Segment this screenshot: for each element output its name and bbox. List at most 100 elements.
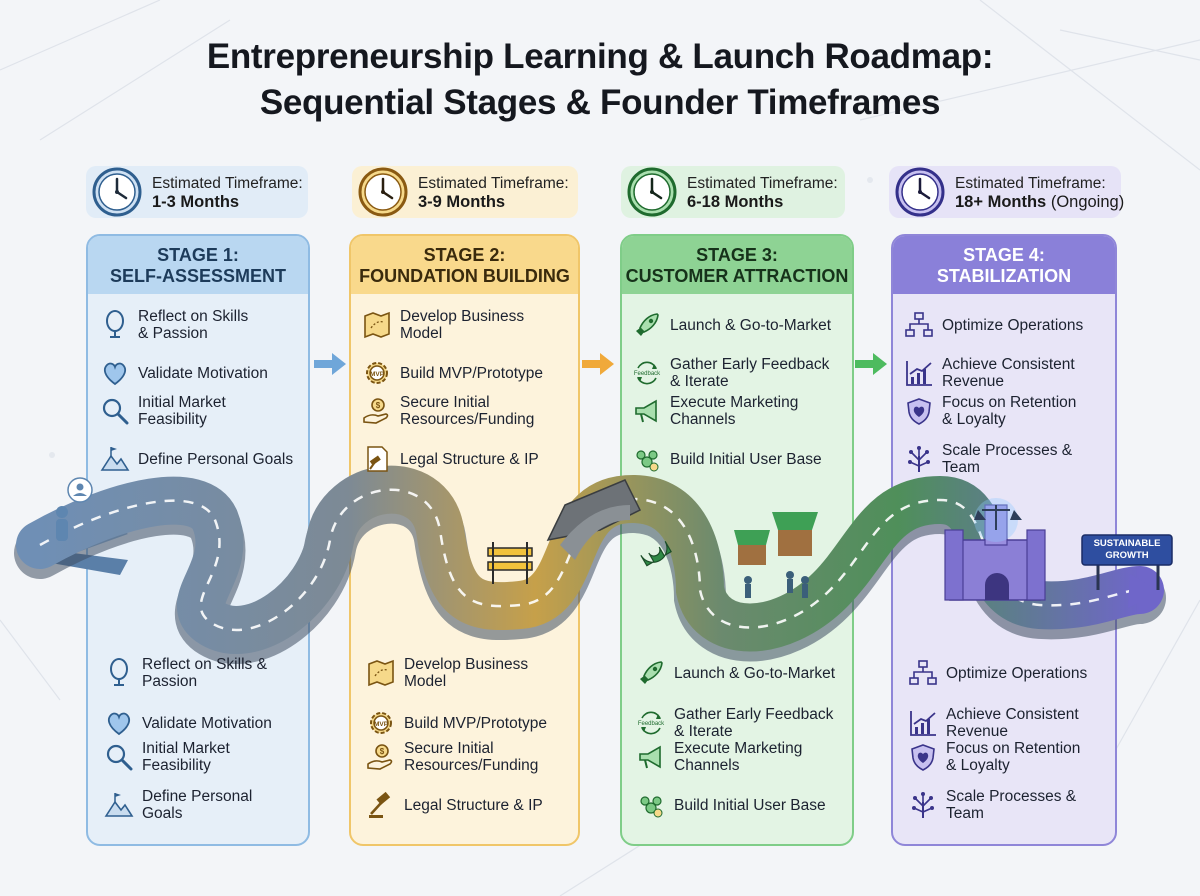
org-chart-icon: [908, 658, 938, 688]
mirror-icon: [100, 310, 130, 340]
map-icon: [366, 658, 396, 688]
stage-item-label: Gather Early Feedback& Iterate: [674, 706, 834, 740]
tree-network-icon: [908, 790, 938, 820]
svg-text:Feedback: Feedback: [634, 371, 661, 377]
megaphone-icon: [632, 396, 662, 426]
megaphone-icon: [636, 742, 666, 772]
growth-chart-icon: [908, 708, 938, 738]
users-group-icon: [632, 444, 662, 474]
heart-icon: [104, 708, 134, 738]
org-chart-icon: [904, 310, 934, 340]
timeframe-badge-stage-2: Estimated Timeframe: 3-9 Months: [352, 166, 578, 218]
stage-item: Launch & Go-to-Market: [632, 308, 832, 346]
timeframe-value: 18+ Months (Ongoing): [955, 193, 1125, 211]
svg-text:$: $: [376, 401, 381, 410]
timeframe-value: 1-3 Months: [152, 193, 240, 211]
timeframe-value: 3-9 Months: [418, 193, 506, 211]
feedback-cycle-icon: Feedback: [636, 708, 666, 738]
stage-item-label: Gather Early Feedback& Iterate: [670, 356, 830, 390]
arrow-right-icon: [582, 353, 614, 375]
stage-item-label: Scale Processes &Team: [942, 442, 1073, 476]
stage-item-label: Optimize Operations: [942, 317, 1084, 334]
stage-item: Optimize Operations: [904, 308, 1104, 346]
svg-text:$: $: [380, 747, 385, 756]
users-group-icon: [636, 790, 666, 820]
timeframe-label: Estimated Timeframe:: [418, 175, 569, 192]
stage-item-label: Define Personal Goals: [138, 451, 294, 468]
stage-item-label: Scale Processes &Team: [946, 788, 1077, 822]
stage-item: Launch & Go-to-Market: [636, 656, 836, 694]
stage-item: Validate Motivation: [104, 706, 304, 744]
shield-heart-icon: [908, 742, 938, 772]
svg-text:MVP: MVP: [374, 721, 389, 728]
arrow-right-icon: [855, 353, 887, 375]
stage-item: Reflect on Skills& Passion: [100, 308, 300, 346]
stage-item: Legal Structure & IP: [366, 788, 566, 826]
stage-3-header: STAGE 3: CUSTOMER ATTRACTION: [622, 236, 852, 294]
stage-4-header: STAGE 4: STABILIZATION: [893, 236, 1115, 294]
stage-2-header: STAGE 2: FOUNDATION BUILDING: [351, 236, 578, 294]
stage-item-label: Legal Structure & IP: [400, 451, 539, 468]
gear-mvp-icon: MVP: [366, 708, 396, 738]
stage-item-label: Build MVP/Prototype: [404, 715, 548, 732]
timeframe-value: 6-18 Months: [687, 193, 784, 211]
page-title: Entrepreneurship Learning & Launch Roadm…: [0, 34, 1200, 126]
stage-item: MVP Build MVP/Prototype: [366, 706, 566, 744]
timeframe-label: Estimated Timeframe:: [687, 175, 838, 192]
rocket-icon: [632, 310, 662, 340]
stage-item: Validate Motivation: [100, 356, 300, 394]
mirror-icon: [104, 658, 134, 688]
arrow-right-icon: [314, 353, 346, 375]
stage-item: Scale Processes &Team: [904, 442, 1104, 480]
timeframe-badge-stage-1: Estimated Timeframe: 1-3 Months: [86, 166, 308, 218]
map-icon: [362, 310, 392, 340]
stage-item-label: Legal Structure & IP: [404, 797, 543, 814]
timeframe-badge-stage-3: Estimated Timeframe: 6-18 Months: [621, 166, 845, 218]
stage-item: Reflect on Skills &Passion: [104, 656, 304, 694]
rocket-icon: [636, 658, 666, 688]
shield-heart-icon: [904, 396, 934, 426]
stage-1-header: STAGE 1: SELF-ASSESSMENT: [88, 236, 308, 294]
stage-item-label: Reflect on Skills& Passion: [138, 308, 249, 342]
timeframe-badge-stage-4: Estimated Timeframe: 18+ Months (Ongoing…: [889, 166, 1125, 218]
title-line-2: Sequential Stages & Founder Timeframes: [259, 83, 941, 122]
title-line-1: Entrepreneurship Learning & Launch Roadm…: [206, 37, 994, 76]
stage-item: Legal Structure & IP: [362, 442, 562, 480]
svg-text:MVP: MVP: [370, 371, 385, 378]
stage-item-label: Build Initial User Base: [674, 797, 826, 814]
coin-hand-icon: $: [362, 396, 392, 426]
stage-item: Focus on Retention& Loyalty: [904, 394, 1104, 432]
coin-hand-icon: $: [366, 742, 396, 772]
stage-item: Focus on Retention& Loyalty: [908, 740, 1108, 778]
stage-item-label: Launch & Go-to-Market: [670, 317, 832, 334]
mountain-flag-icon: [100, 444, 130, 474]
stage-item: Scale Processes &Team: [908, 788, 1108, 826]
sign-text: SUSTAINABLE GROWTH: [1093, 538, 1161, 561]
clock-icon: [627, 167, 677, 217]
timeframe-label: Estimated Timeframe:: [152, 175, 303, 192]
stage-item: Build Initial User Base: [636, 788, 836, 826]
heart-icon: [100, 358, 130, 388]
tree-network-icon: [904, 444, 934, 474]
feedback-cycle-icon: Feedback: [632, 358, 662, 388]
stage-item: Optimize Operations: [908, 656, 1108, 694]
stage-item-label: Focus on Retention& Loyalty: [946, 740, 1081, 774]
